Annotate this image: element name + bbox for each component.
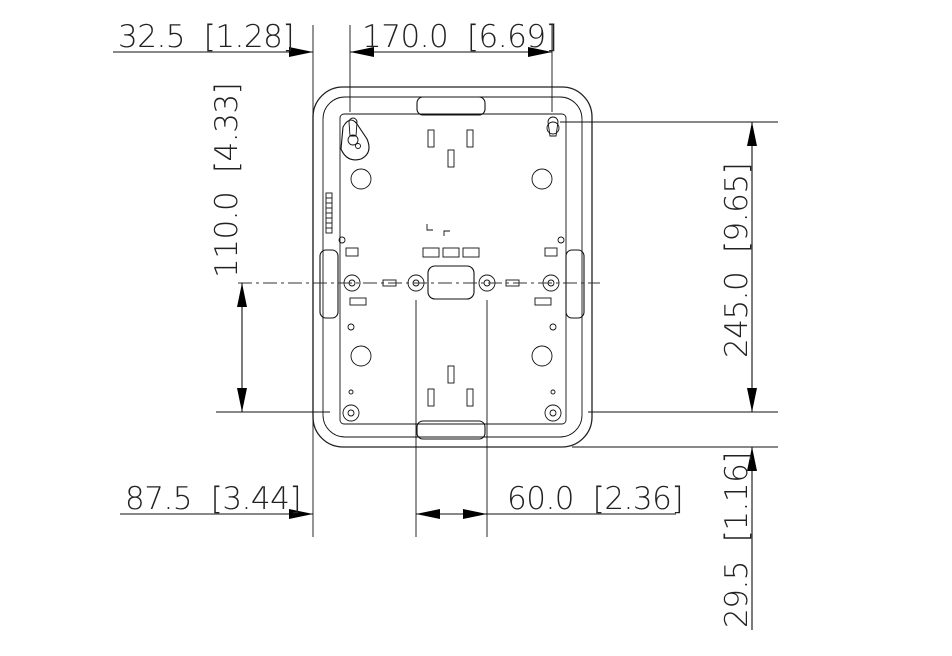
bottom-slot [416,420,486,440]
dimension-lines [113,25,778,630]
dim-bottom-right-height: 29.5 [1.16] [719,452,755,628]
right-keyhole [546,116,560,137]
screw-points [342,274,562,422]
right-side-clip [565,249,585,319]
hole-bottom-right [531,345,553,367]
center-cable-entry [427,265,475,300]
mounting-plate [339,113,567,425]
left-keyhole [340,117,370,161]
hole-bottom-left [350,345,372,367]
dim-left-height: 110.0 [4.33] [209,83,245,278]
device-body [238,86,600,448]
dim-top-left-offset: 32.5 [1.28] [118,19,294,55]
dimension-labels: 32.5 [1.28] 170.0 [6.69] 110.0 [4.33] 24… [118,19,755,628]
dim-bottom-width: 60.0 [2.36] [507,481,683,517]
hole-top-right [531,168,553,190]
top-slot [416,96,486,116]
dim-bottom-left-offset: 87.5 [3.44] [125,481,301,517]
hole-top-left [350,168,372,190]
dim-right-height: 245.0 [9.65] [719,163,755,358]
dim-top-width: 170.0 [6.69] [362,19,557,55]
connector-strip [325,192,333,234]
left-side-clip [319,249,339,319]
inner-housing [322,96,583,438]
outer-housing [312,86,593,448]
